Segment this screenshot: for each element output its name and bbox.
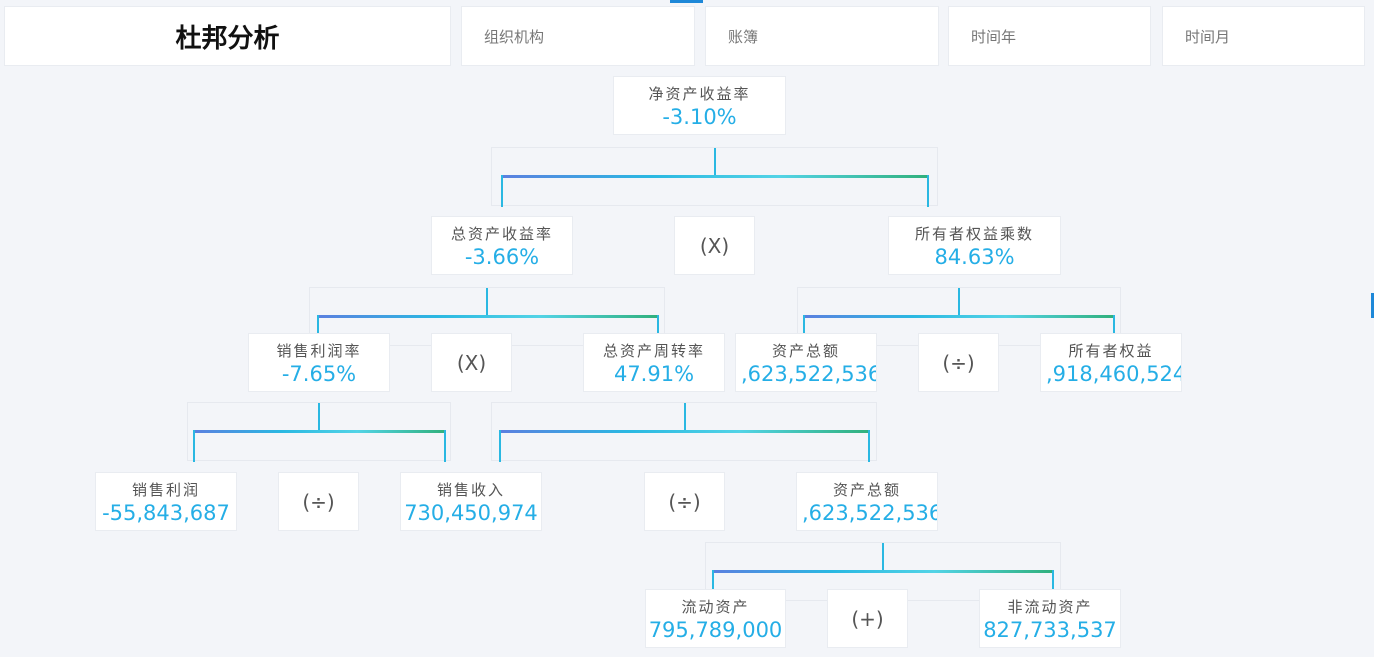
node-label: 总资产收益率	[450, 225, 553, 243]
node-value: -3.10%	[662, 105, 737, 129]
node-value: 795,789,000	[648, 618, 783, 642]
filter-year[interactable]: 时间年	[948, 6, 1151, 66]
side-scroll-indicator[interactable]	[1371, 293, 1374, 318]
node-value: 84.63%	[934, 245, 1015, 269]
node-current-assets: 流动资产 795,789,000	[645, 589, 786, 648]
node-value: 47.91%	[613, 362, 695, 386]
node-label: 资产总额	[832, 481, 901, 499]
operator-multiply: (X)	[431, 333, 512, 392]
node-label: 总资产周转率	[602, 342, 705, 360]
operator-multiply: (X)	[674, 216, 755, 275]
node-value: ,623,522,536	[741, 362, 877, 386]
node-label: 所有者权益	[1068, 342, 1154, 360]
node-roa: 总资产收益率 -3.66%	[431, 216, 573, 275]
node-profit-margin: 销售利润率 -7.65%	[248, 333, 390, 392]
operator-add: (+)	[827, 589, 908, 648]
node-label: 净资产收益率	[648, 85, 751, 103]
node-value: -7.65%	[281, 362, 357, 386]
node-label: 销售利润率	[276, 342, 362, 360]
node-value: ,918,460,524	[1046, 362, 1182, 386]
node-sales-revenue: 销售收入 730,450,974	[400, 472, 542, 531]
node-total-assets: 资产总额 ,623,522,536	[735, 333, 877, 392]
filter-month[interactable]: 时间月	[1162, 6, 1365, 66]
node-label: 所有者权益乘数	[914, 225, 1034, 243]
node-value: -3.66%	[464, 245, 540, 269]
node-label: 资产总额	[771, 342, 840, 360]
node-sales-profit: 销售利润 -55,843,687	[95, 472, 237, 531]
node-noncurrent-assets: 非流动资产 827,733,537	[979, 589, 1121, 648]
node-label: 流动资产	[681, 598, 750, 616]
connector-asset-turnover	[491, 402, 877, 462]
node-total-assets-2: 资产总额 ,623,522,536	[796, 472, 938, 531]
operator-divide: (÷)	[278, 472, 359, 531]
node-value: 827,733,537	[983, 618, 1117, 642]
node-value: 730,450,974	[404, 501, 538, 525]
node-asset-turnover: 总资产周转率 47.91%	[583, 333, 725, 392]
node-owner-equity: 所有者权益 ,918,460,524	[1040, 333, 1182, 392]
top-scroll-indicator	[670, 0, 703, 3]
node-value: -55,843,687	[102, 501, 230, 525]
node-value: ,623,522,536	[802, 501, 938, 525]
node-equity-multiplier: 所有者权益乘数 84.63%	[888, 216, 1061, 275]
operator-divide: (÷)	[644, 472, 725, 531]
filter-organization[interactable]: 组织机构	[461, 6, 695, 66]
node-roe: 净资产收益率 -3.10%	[613, 76, 786, 135]
node-label: 销售利润	[131, 481, 200, 499]
page-title: 杜邦分析	[4, 6, 451, 66]
connector-roe	[491, 147, 938, 207]
node-label: 非流动资产	[1007, 598, 1093, 616]
operator-divide: (÷)	[918, 333, 999, 392]
node-label: 销售收入	[436, 481, 505, 499]
filter-ledger[interactable]: 账簿	[705, 6, 939, 66]
connector-profit-margin	[187, 402, 451, 462]
